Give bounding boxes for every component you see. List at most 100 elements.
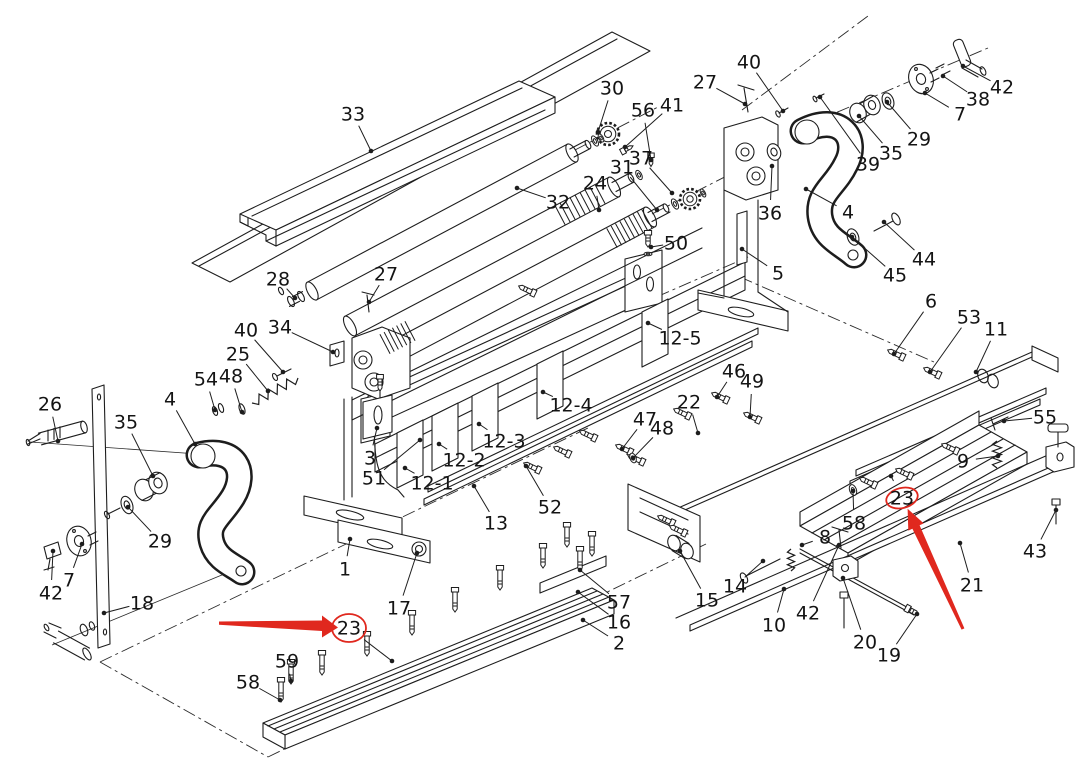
screw-glyph [643,230,653,248]
part-label-11: 11 [973,319,1008,375]
screw-glyph [562,522,572,548]
part-number-9: 9 [957,451,969,473]
crank-arm-4-right [789,38,987,269]
part-label-7: 7 [922,90,966,126]
part-number-19: 19 [877,645,901,667]
part-number-12-2: 12-2 [442,450,485,472]
screw-glyph [940,442,961,456]
part-number-23: 23 [337,618,361,640]
screw-glyph [587,531,597,557]
part-number-32: 32 [546,192,570,214]
washer-glyph [670,198,680,210]
washer-glyph [699,188,707,198]
part-label-49: 49 [740,371,764,420]
part-label-31: 31 [610,157,660,213]
part-number-27: 27 [693,72,717,94]
part-label-47: 47 [619,409,657,452]
part-label-17: 17 [387,550,420,620]
part-label-6: 6 [891,291,937,357]
part-number-39: 39 [856,154,880,176]
part-number-34: 34 [268,317,292,339]
apron-deck-12 [351,227,746,489]
part-number-12-3: 12-3 [482,431,525,453]
part-label-23: 23 [888,473,914,510]
part-label-39: 39 [817,94,880,176]
part-number-29: 29 [907,129,931,151]
gear-glyph [678,187,702,211]
part-label-43: 43 [1023,507,1059,563]
part-number-50: 50 [664,233,688,255]
part-number-52: 52 [538,497,562,519]
washer-glyph [643,251,653,257]
cover-part-33 [239,80,556,247]
part-label-41: 41 [622,95,684,150]
screw-glyph [858,476,879,490]
part-number-28: 28 [266,269,290,291]
part-label-58: 58 [236,672,283,703]
part-label-23: 23 [337,618,395,664]
red-annotations [219,486,965,643]
roller-top-32 [305,139,592,301]
part-label-54: 54 [194,369,218,413]
part-number-17: 17 [387,598,411,620]
hardware-glyphs [251,121,1004,703]
part-label-58: 58 [842,488,866,535]
part-label-4: 4 [803,186,854,224]
knurl-glyph [606,209,653,248]
part-label-1: 1 [339,536,353,581]
screw-glyph [672,407,693,421]
part-number-18: 18 [130,593,154,615]
spring-glyph [785,548,797,572]
washer-glyph [591,135,599,147]
part-number-58: 58 [842,513,866,535]
part-number-20: 20 [853,632,877,654]
bushing-28 [277,286,306,308]
part-number-2: 2 [613,633,625,655]
part-number-14: 14 [723,576,747,598]
part-label-29: 29 [125,504,172,553]
part-number-8: 8 [819,527,831,549]
part-label-16: 16 [575,589,631,634]
part-number-16: 16 [607,612,631,634]
part-number-25: 25 [226,344,250,366]
part-number-42: 42 [990,77,1014,99]
part-number-48: 48 [219,366,243,388]
part-label-35: 35 [114,412,156,479]
part-number-42: 42 [39,583,63,605]
part-number-47: 47 [633,409,657,431]
part-number-12-4: 12-4 [549,395,592,417]
part-number-41: 41 [660,95,684,117]
part-number-40: 40 [234,320,258,342]
part-number-11: 11 [984,319,1008,341]
part-label-38: 38 [940,73,990,111]
part-label-51: 51 [362,437,423,490]
part-label-46: 46 [714,361,746,400]
part-label-8: 8 [799,527,831,549]
part-number-35: 35 [114,412,138,434]
part-label-44: 44 [881,219,936,271]
part-number-55: 55 [1033,407,1057,429]
part-number-27: 27 [374,264,398,286]
part-label-29: 29 [884,99,931,151]
part-number-29: 29 [148,531,172,553]
part-number-57: 57 [607,592,631,614]
part-number-58: 58 [236,672,260,694]
part-number-36: 36 [758,203,782,225]
part-label-57: 57 [577,567,631,614]
bottom-plate-2 [262,555,615,750]
part-number-43: 43 [1023,541,1047,563]
part-number-1: 1 [339,559,351,581]
part-number-44: 44 [912,249,936,271]
part-label-4: 4 [164,389,198,447]
part-number-3: 3 [364,448,376,470]
part-number-48: 48 [650,418,674,440]
spring-glyph [990,440,1004,469]
part-number-13: 13 [484,513,508,535]
part-number-45: 45 [883,265,907,287]
screw-glyph [552,445,573,459]
crank-arm-4-left [25,384,256,661]
part-label-5: 5 [739,246,784,285]
part-label-53: 53 [927,307,981,375]
